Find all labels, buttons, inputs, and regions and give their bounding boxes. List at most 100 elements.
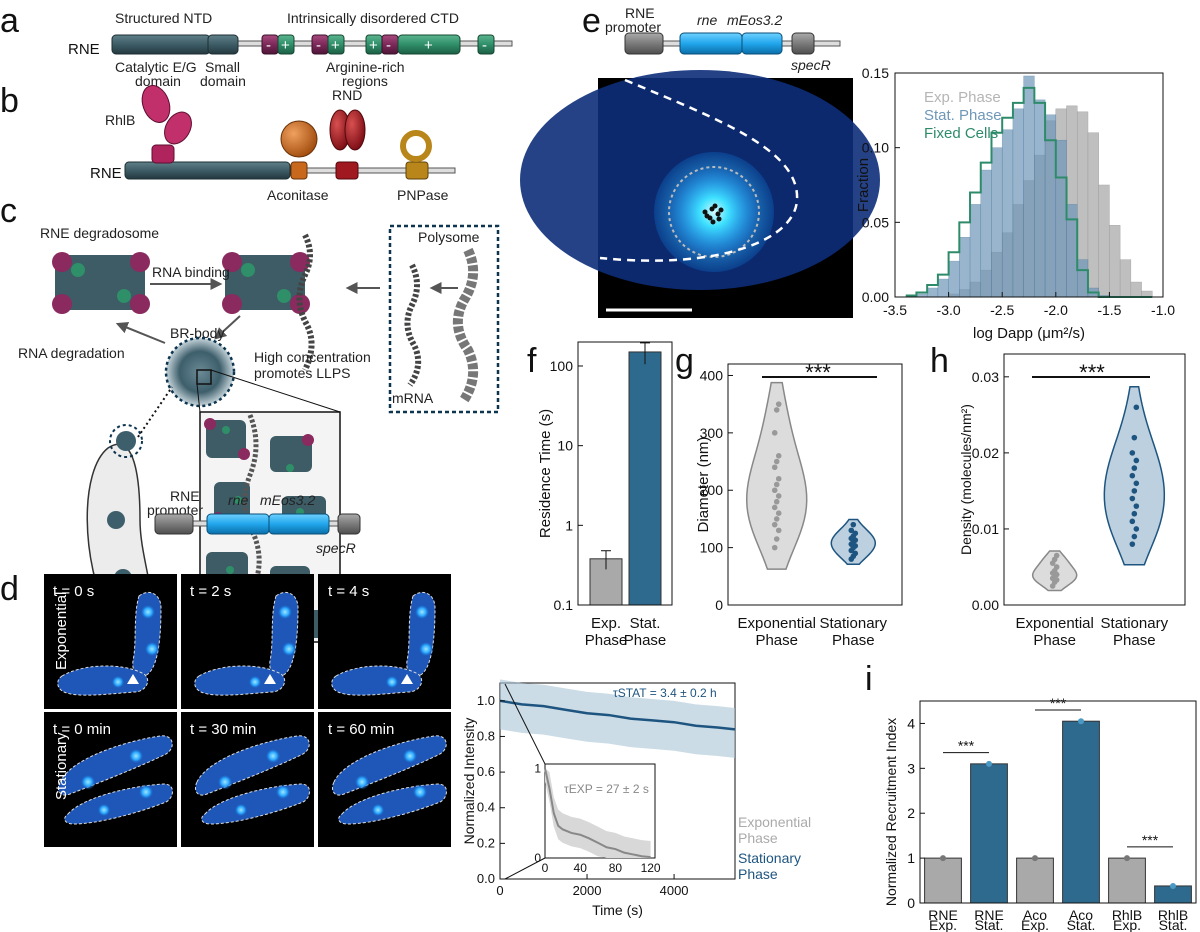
ntd-label: Structured NTD: [115, 10, 212, 26]
charge-4: +: [331, 37, 340, 54]
charge-7: +: [424, 37, 433, 54]
fluorescent-focus: [275, 784, 291, 800]
x-category-label: Aco: [1023, 907, 1047, 923]
x-tick-label: -3.0: [937, 302, 961, 318]
exp-phase-bar: [1098, 184, 1110, 298]
density-point: [1053, 564, 1060, 570]
d-time-3: t = 4 s: [328, 583, 369, 600]
y-tick-label: 0.8: [477, 728, 495, 743]
domain2-label: Small: [205, 59, 240, 75]
density-point: [1131, 488, 1138, 494]
inset-connector: [504, 683, 546, 765]
x-category-label: RhlB: [1112, 907, 1142, 923]
x-category-label-2: Exp.: [1021, 917, 1049, 932]
panel-a-domain-map: RNE Structured NTD Intrinsically disorde…: [68, 10, 513, 89]
inset-x-tick-label: 40: [574, 861, 588, 875]
construct-d-gene: rne: [228, 492, 248, 508]
recruitment-bar: [1016, 857, 1054, 904]
x-tick-label: 4000: [660, 883, 689, 898]
y-tick-label: 400: [700, 367, 724, 383]
diameter-point: [775, 475, 782, 482]
x-tick-label: -2.5: [990, 302, 1014, 318]
panel-label-i: i: [865, 660, 873, 698]
exp-phase-bar: [1130, 281, 1142, 298]
y-tick-label: 0.6: [477, 764, 495, 779]
construct-e-promoter-2: promoter: [605, 19, 661, 35]
y-tick-label: 0.10: [862, 140, 889, 156]
y-tick-label: 100: [700, 540, 724, 556]
recruitment-point: [1170, 882, 1176, 889]
diameter-violin: [745, 381, 808, 570]
fluorescent-focus: [140, 604, 156, 620]
recruitment-point: [1078, 718, 1084, 725]
diameter-point: [775, 493, 782, 499]
panel-label-g: g: [675, 342, 694, 380]
y-tick-label: 3: [907, 760, 915, 776]
diameter-point: [773, 516, 780, 522]
panel-b-degradosome-map: RNE RhlB Aconitase RND PNPase: [90, 85, 456, 203]
stat-phase-bar: [980, 169, 992, 298]
degradosome-label: RNE degradosome: [40, 225, 159, 241]
density-point: [1129, 495, 1136, 502]
panel-label-b: b: [0, 82, 19, 120]
ctd-label: Intrinsically disordered CTD: [287, 10, 459, 26]
residence-bar: [628, 351, 662, 606]
d-time-4: t = 0 min: [53, 721, 111, 738]
y-axis-label: Diameter (nm): [695, 437, 712, 533]
x-tick-label: 0: [496, 883, 503, 898]
fluorescent-focus: [80, 774, 96, 790]
x-tick-label: -2.0: [1044, 302, 1068, 318]
panel-label-c: c: [0, 192, 17, 230]
legend-2: Fixed Cells: [924, 125, 998, 142]
exp-phase-bar: [1087, 132, 1099, 298]
y-tick-label: 0.00: [862, 289, 889, 305]
x-category-label-2: Stat.: [1159, 917, 1188, 932]
y-tick-label: 0.4: [477, 800, 495, 815]
y-tick-label: 0.0: [477, 871, 495, 886]
y-axis-label: Normalized Intensity: [461, 718, 477, 845]
x-tick-label: -1.0: [1151, 302, 1175, 318]
x-category-label-2: Phase: [624, 632, 667, 649]
panel-label-d: d: [0, 570, 19, 608]
exponential-error-band: [545, 768, 651, 858]
d-time-1: t = 0 s: [53, 583, 94, 600]
x-category-label-2: Stat.: [975, 917, 1004, 932]
degradosome-complex-right: [222, 233, 315, 372]
density-point: [1131, 510, 1138, 517]
arg-label-2: regions: [342, 73, 388, 89]
charge-5: +: [369, 37, 378, 54]
stat-phase-bar: [926, 287, 939, 298]
degradosome-complex-left: [52, 252, 150, 314]
fluorescent-focus: [418, 641, 434, 657]
significance-label: ***: [1142, 832, 1159, 848]
stat-phase-bar: [959, 237, 971, 298]
domain2b-label: domain: [200, 73, 246, 89]
panel-label-e: e: [582, 2, 601, 40]
x-category-label: RNE: [928, 907, 958, 923]
significance-label: ***: [805, 360, 831, 385]
legend-1: Stat. Phase: [924, 107, 1002, 124]
inset-y-tick-label: 1: [534, 761, 541, 775]
x-category-label-2: Phase: [832, 632, 875, 649]
x-category-label: Exp.: [591, 615, 621, 632]
y-tick-label: 0.15: [862, 65, 889, 81]
diameter-point: [850, 521, 857, 528]
y-tick-label: 100: [550, 358, 574, 374]
density-point: [1131, 533, 1138, 540]
rna-binding-label: RNA binding: [152, 264, 230, 280]
recruitment-bar: [970, 763, 1008, 904]
x-category-label-2: Exp.: [929, 917, 957, 932]
fluorescent-focus: [97, 803, 111, 817]
y-tick-label: 1: [565, 517, 573, 533]
x-category-label-2: Exp.: [1113, 917, 1141, 932]
fluorescent-focus: [385, 675, 399, 689]
legend-stationary-2: Phase: [738, 866, 778, 882]
diameter-point: [771, 430, 778, 436]
construct-d-promoter: RNE: [170, 488, 200, 504]
stat-phase-bar: [948, 260, 960, 298]
diameter-point: [773, 458, 780, 465]
x-axis-label: log Dapp (μm²/s): [973, 325, 1085, 342]
plot-frame: [727, 363, 903, 606]
arrowhead-marker: [127, 674, 139, 684]
x-category-label: RNE: [974, 907, 1004, 923]
